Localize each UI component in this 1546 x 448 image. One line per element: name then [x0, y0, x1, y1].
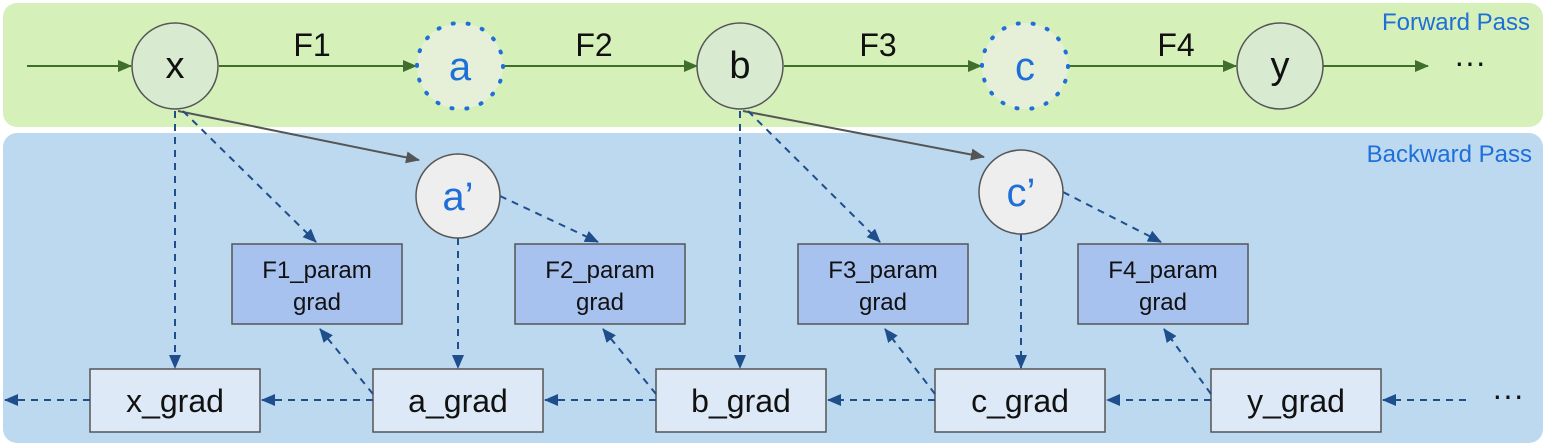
svg-text:grad: grad	[576, 289, 624, 316]
forward-ellipsis: ···	[1454, 44, 1486, 80]
node-a: a	[415, 21, 505, 111]
x-to-f1param-arrow	[182, 110, 317, 243]
f1-label: F1	[293, 27, 330, 63]
svg-text:c: c	[1015, 45, 1035, 89]
svg-text:c’: c’	[1007, 171, 1036, 215]
f3-label: F3	[859, 27, 896, 63]
cgrad-to-f3param-arrow	[884, 328, 936, 395]
f2-param-grad-box: F2_param grad	[514, 243, 686, 325]
svg-text:b_grad: b_grad	[691, 383, 791, 419]
svg-text:grad: grad	[859, 289, 907, 316]
svg-text:F2_param: F2_param	[545, 257, 654, 284]
b-grad-box: b_grad	[655, 368, 827, 433]
f4-param-grad-box: F4_param grad	[1077, 243, 1249, 325]
node-x: x	[131, 22, 219, 110]
svg-text:x_grad: x_grad	[126, 383, 224, 419]
f3-param-grad-box: F3_param grad	[797, 243, 969, 325]
f1-param-grad-box: F1_param grad	[231, 243, 403, 325]
bgrad-to-f2param-arrow	[602, 328, 657, 395]
agrad-to-f1param-arrow	[319, 328, 374, 395]
svg-text:F3_param: F3_param	[828, 257, 937, 284]
backward-pass-panel	[3, 133, 1543, 443]
recompute-arrow-a	[177, 110, 420, 164]
forward-pass-title: Forward Pass	[1382, 9, 1530, 36]
backward-pass-title: Backward Pass	[1367, 141, 1532, 168]
c-grad-box: c_grad	[934, 368, 1106, 433]
svg-text:grad: grad	[1139, 289, 1187, 316]
svg-text:x: x	[166, 45, 185, 87]
f4-label: F4	[1157, 27, 1194, 63]
x-grad-box: x_grad	[89, 368, 261, 433]
node-a-prime: a’	[415, 153, 501, 239]
node-b: b	[696, 22, 784, 110]
aprime-to-f2param-arrow	[499, 195, 599, 243]
svg-text:a’: a’	[442, 175, 473, 219]
node-c-prime: c’	[978, 149, 1064, 235]
svg-text:b: b	[729, 45, 750, 87]
f2-label: F2	[575, 27, 612, 63]
svg-text:F4_param: F4_param	[1108, 257, 1217, 284]
svg-text:F1_param: F1_param	[262, 257, 371, 284]
a-grad-box: a_grad	[372, 368, 544, 433]
cprime-to-f4param-arrow	[1062, 191, 1162, 243]
svg-text:a_grad: a_grad	[408, 383, 508, 419]
svg-text:y: y	[1271, 45, 1290, 87]
b-to-f3param-arrow	[747, 110, 881, 243]
y-grad-box: y_grad	[1210, 368, 1382, 433]
backward-ellipsis: ···	[1492, 377, 1524, 413]
svg-text:c_grad: c_grad	[971, 383, 1069, 419]
svg-text:y_grad: y_grad	[1247, 383, 1345, 419]
svg-text:a: a	[449, 45, 472, 89]
ygrad-to-f4param-arrow	[1163, 328, 1212, 395]
recompute-arrow-c	[742, 110, 985, 161]
node-c: c	[980, 21, 1070, 111]
svg-text:grad: grad	[293, 289, 341, 316]
node-y: y	[1236, 22, 1324, 110]
